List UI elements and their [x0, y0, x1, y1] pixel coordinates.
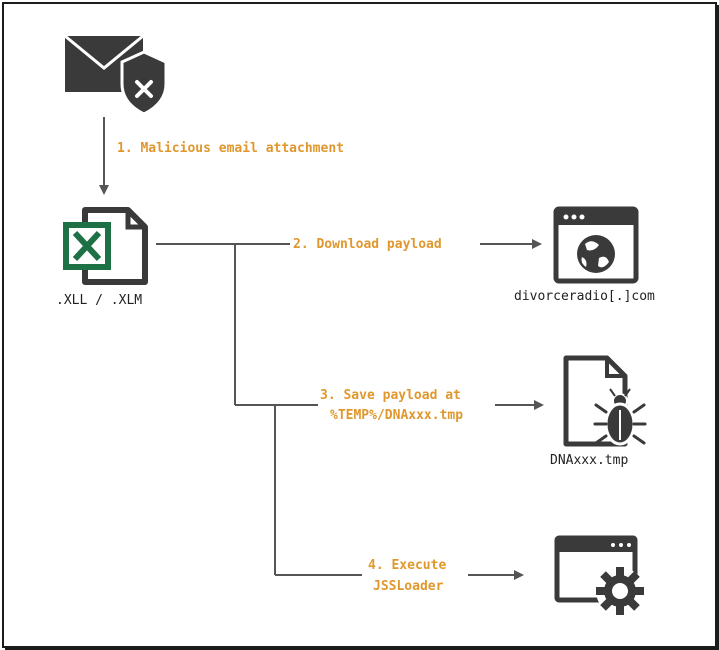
tmp-file-label: DNAxxx.tmp	[550, 453, 628, 468]
website-label: divorceradio[.]com	[514, 289, 655, 304]
step3-label-line2: %TEMP%/DNAxxx.tmp	[330, 408, 463, 423]
step1-label: 1. Malicious email attachment	[117, 141, 344, 156]
step3-label-line1: 3. Save payload at	[320, 388, 461, 403]
file-bug-icon	[563, 355, 647, 447]
email-shield-icon	[64, 34, 168, 116]
step2-label: 2. Download payload	[293, 237, 442, 252]
connector-lines	[156, 239, 544, 580]
window-gear-icon	[554, 535, 644, 615]
file-label: .XLL / .XLM	[56, 293, 142, 308]
step4-label-line2: JSSLoader	[373, 579, 444, 594]
step4-label-line1: 4. Execute	[368, 558, 446, 573]
excel-file-icon	[63, 207, 148, 285]
browser-globe-icon	[553, 206, 639, 284]
